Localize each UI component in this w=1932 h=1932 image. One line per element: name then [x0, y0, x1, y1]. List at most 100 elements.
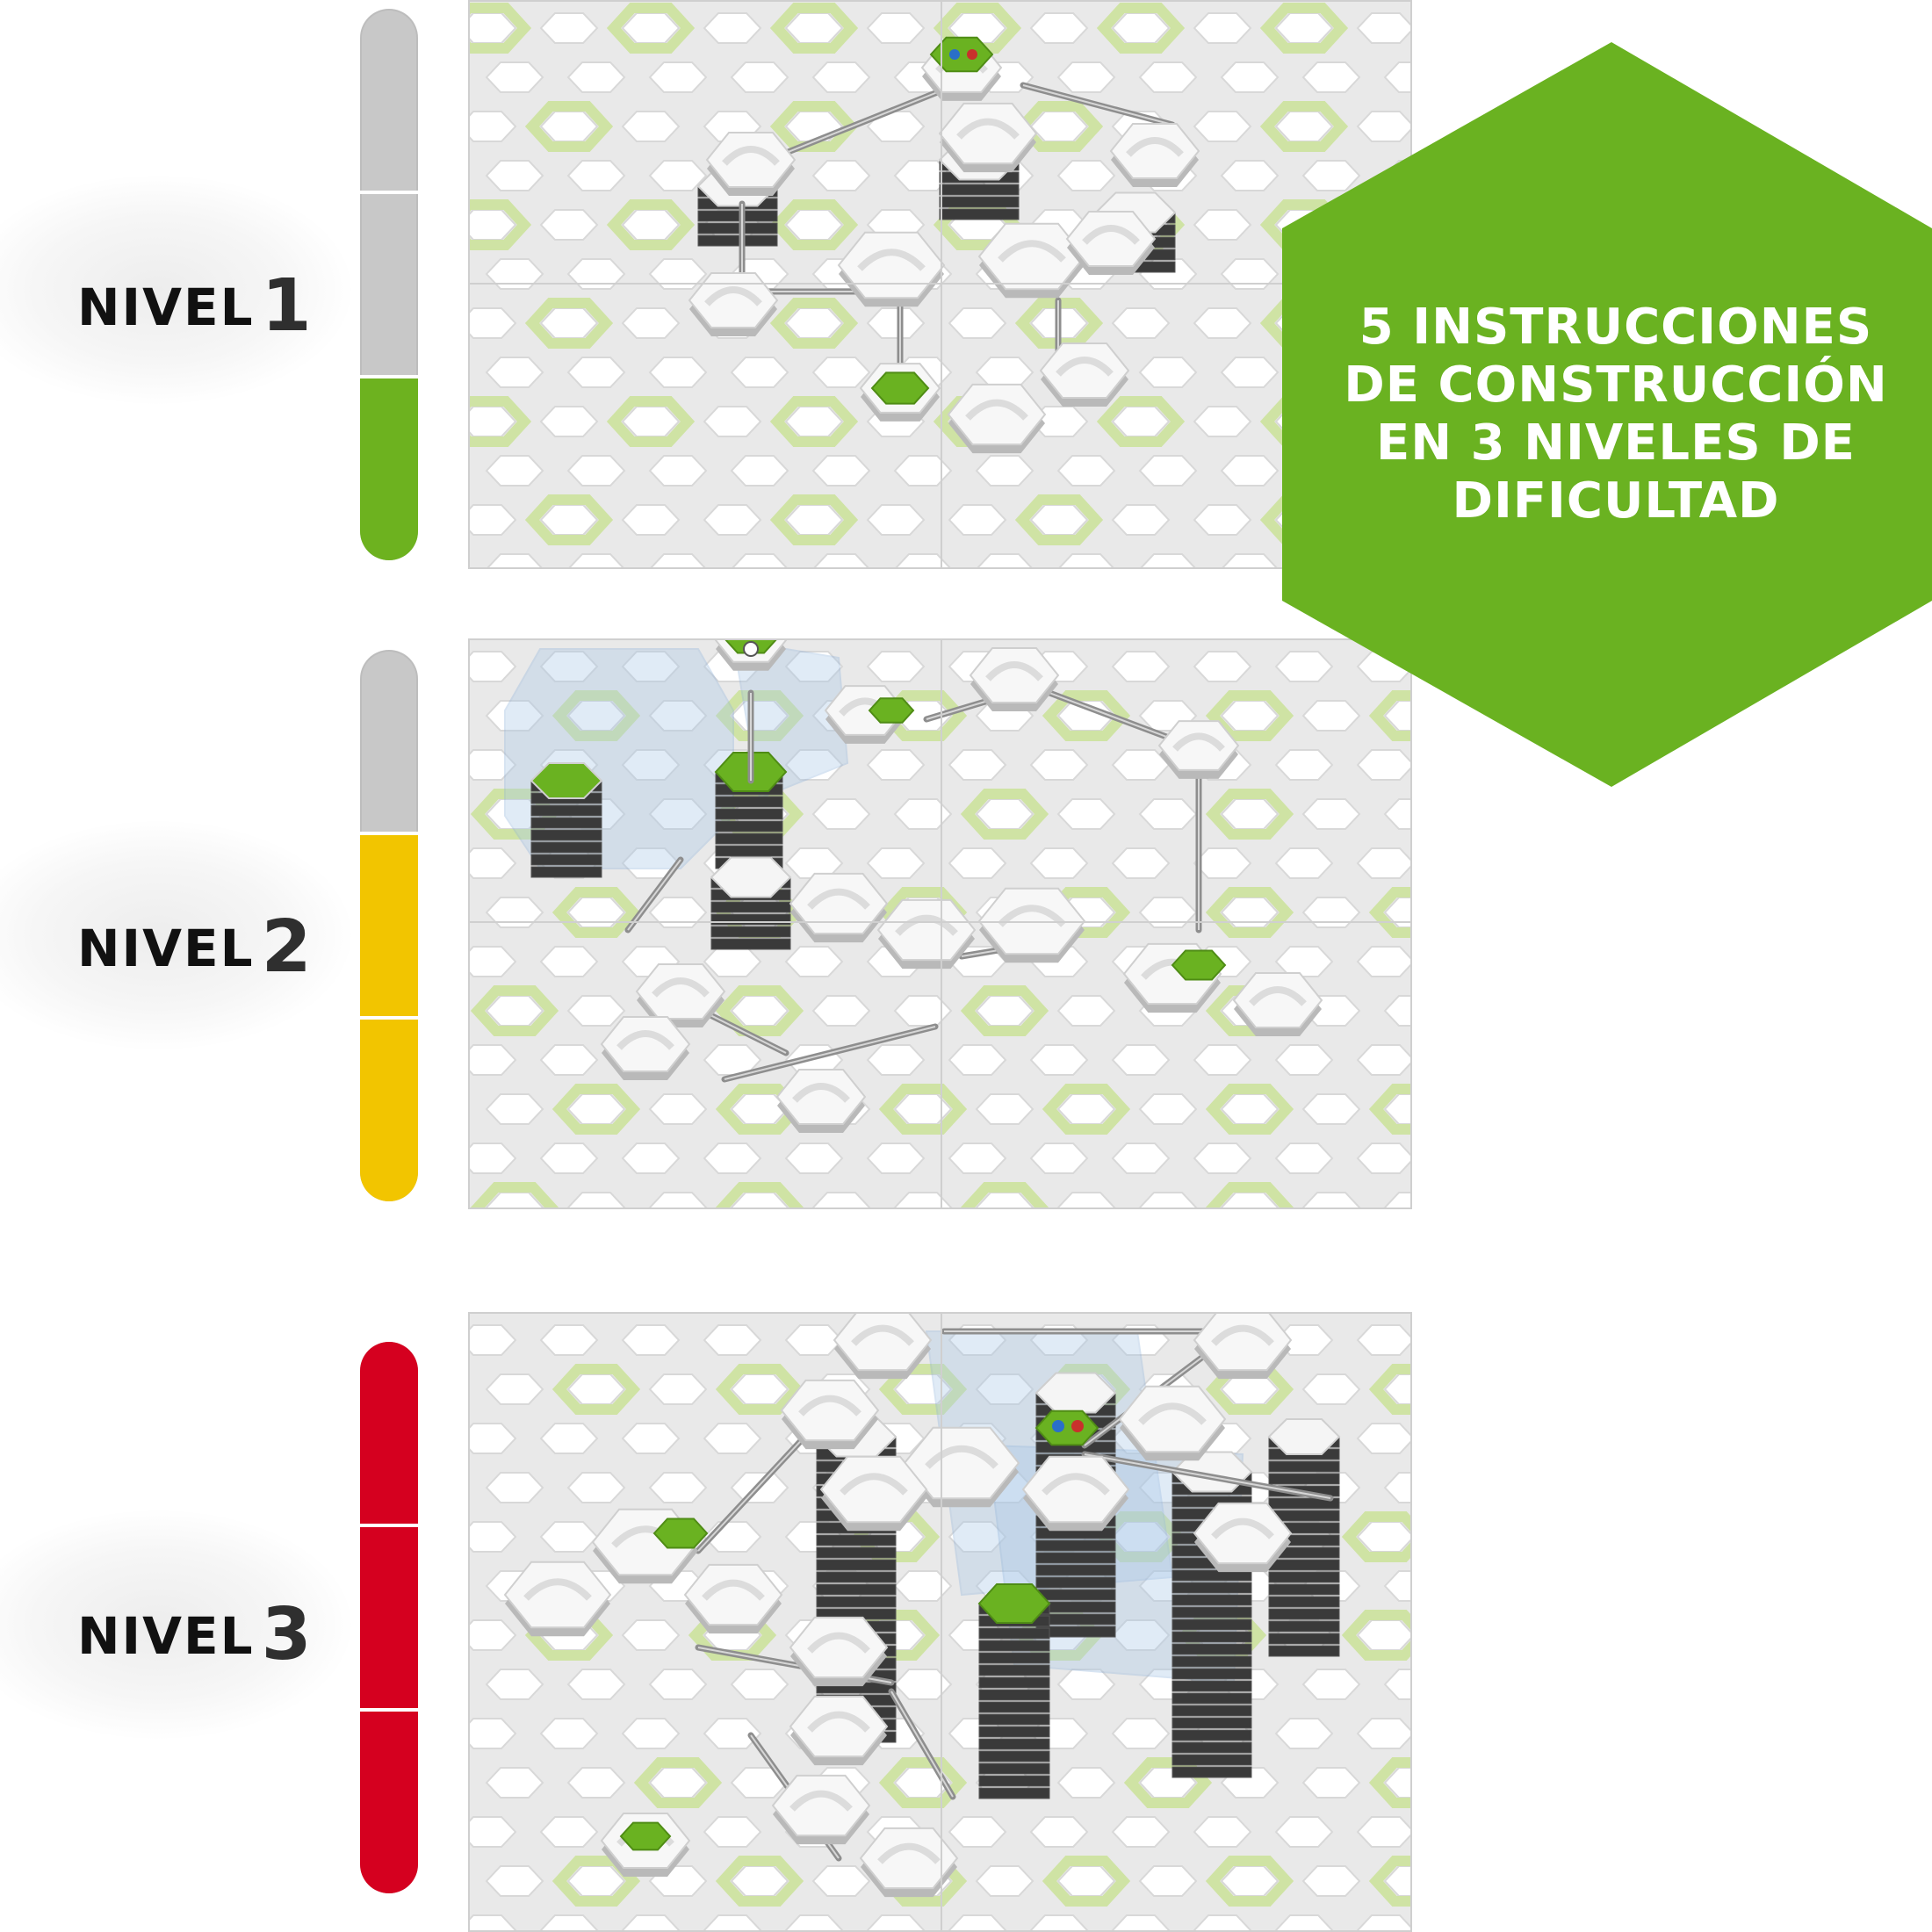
- green-launcher: [870, 371, 930, 405]
- hex-tile: [811, 61, 871, 93]
- hex-tile: [470, 111, 517, 142]
- hex-tile-accent: [769, 3, 859, 54]
- hex-tile-accent: [551, 1856, 641, 1907]
- badge-text: 5 INSTRUCCIONES DE CONSTRUCCIÓN EN 3 NIV…: [1344, 299, 1888, 530]
- track-piece: [977, 222, 1086, 299]
- hex-tile: [566, 1093, 626, 1125]
- hex-tile: [566, 160, 626, 191]
- hex-tile: [866, 504, 926, 536]
- hex-tile: [784, 946, 844, 977]
- hex-tile: [1138, 1093, 1198, 1125]
- hex-tile: [1111, 651, 1171, 682]
- hex-tile: [1301, 1093, 1361, 1125]
- hex-tile: [1274, 749, 1334, 781]
- hex-tile: [1029, 12, 1089, 44]
- hex-tile: [1029, 111, 1089, 142]
- hex-tile: [811, 1192, 871, 1208]
- hex-tile: [650, 553, 706, 567]
- hex-tile: [566, 1472, 626, 1503]
- track-piece: [1021, 1455, 1130, 1532]
- hex-tile-accent: [470, 985, 559, 1036]
- hex-tile: [470, 1044, 517, 1076]
- marble: [1052, 1420, 1064, 1432]
- hex-tile: [730, 1669, 789, 1700]
- hex-tile: [648, 357, 708, 388]
- level-3-label-text: NIVEL: [77, 1606, 255, 1666]
- hex-tile: [1301, 1373, 1361, 1405]
- hex-tile: [1274, 1914, 1334, 1930]
- hex-tile-accent: [960, 789, 1049, 840]
- hex-tile: [485, 357, 544, 388]
- hex-tile: [1111, 406, 1171, 437]
- hex-tile: [811, 357, 871, 388]
- level-1-label-text: NIVEL: [77, 278, 255, 337]
- hex-tile: [566, 1373, 626, 1405]
- green-launcher: [619, 1821, 672, 1851]
- hex-tile-accent: [524, 298, 614, 349]
- hex-tile: [621, 651, 681, 682]
- hex-tile: [1056, 1767, 1116, 1799]
- hex-tile: [566, 1192, 626, 1208]
- hex-tile: [784, 504, 844, 536]
- green-launcher: [652, 1517, 709, 1549]
- info-badge: 5 INSTRUCCIONES DE CONSTRUCCIÓN EN 3 NIV…: [1282, 42, 1932, 787]
- hex-tile: [948, 847, 1007, 879]
- hex-tile: [948, 1816, 1007, 1848]
- hex-tile: [648, 160, 708, 191]
- hex-tile-accent: [715, 1182, 804, 1208]
- track-piece: [600, 1016, 691, 1080]
- hex-tile: [730, 455, 789, 487]
- hex-tile: [1111, 847, 1171, 879]
- hex-tile: [811, 995, 871, 1027]
- hex-tile: [1056, 1669, 1116, 1700]
- hex-tile: [1220, 1093, 1280, 1125]
- hex-tile: [539, 504, 599, 536]
- hex-tile: [703, 1044, 762, 1076]
- hex-tile-accent: [606, 199, 696, 250]
- level-2-label: NIVEL2: [77, 900, 314, 989]
- hex-tile: [703, 406, 762, 437]
- hex-tile: [1056, 455, 1116, 487]
- hex-tile: [975, 455, 1034, 487]
- hex-tile: [1193, 1044, 1252, 1076]
- hex-tile: [784, 749, 844, 781]
- hex-tile: [895, 553, 951, 567]
- hex-tile: [539, 111, 599, 142]
- hex-tile: [948, 749, 1007, 781]
- hex-tile: [866, 1044, 926, 1076]
- hex-tile: [703, 1718, 762, 1749]
- hex-tile: [1356, 111, 1410, 142]
- hex-tile: [539, 1521, 599, 1553]
- hex-tile: [1220, 357, 1280, 388]
- hex-tile: [893, 455, 953, 487]
- hex-tile: [893, 1669, 953, 1700]
- hex-tile-accent: [1205, 887, 1294, 938]
- green-launcher: [1034, 1409, 1099, 1446]
- level-2-number: 2: [261, 905, 314, 989]
- hex-tile: [1056, 160, 1116, 191]
- track-piece: [688, 272, 779, 336]
- bar-divider: [360, 1524, 418, 1528]
- hex-tile-accent: [878, 1084, 968, 1135]
- hex-tile: [1111, 1816, 1171, 1848]
- track-piece: [1039, 342, 1130, 407]
- hex-tile-accent: [878, 1757, 968, 1808]
- hex-tile: [539, 406, 599, 437]
- hex-tile: [975, 1865, 1034, 1897]
- hex-tile: [470, 504, 517, 536]
- hex-tile: [866, 749, 926, 781]
- hex-tile: [485, 258, 544, 290]
- hex-tile-accent: [1341, 1610, 1410, 1661]
- hex-tile-accent: [1368, 1856, 1410, 1907]
- hex-tile: [948, 1521, 1007, 1553]
- hex-tile: [1301, 700, 1361, 732]
- hex-tile: [566, 1767, 626, 1799]
- green-launcher: [977, 1583, 1051, 1624]
- hex-tile: [1383, 995, 1410, 1027]
- hex-tile: [1193, 111, 1252, 142]
- hex-tile-accent: [470, 3, 532, 54]
- level-3-difficulty-bar: [360, 1342, 418, 1893]
- hex-tile: [866, 651, 926, 682]
- hex-tile: [1193, 209, 1252, 241]
- hex-tile: [648, 455, 708, 487]
